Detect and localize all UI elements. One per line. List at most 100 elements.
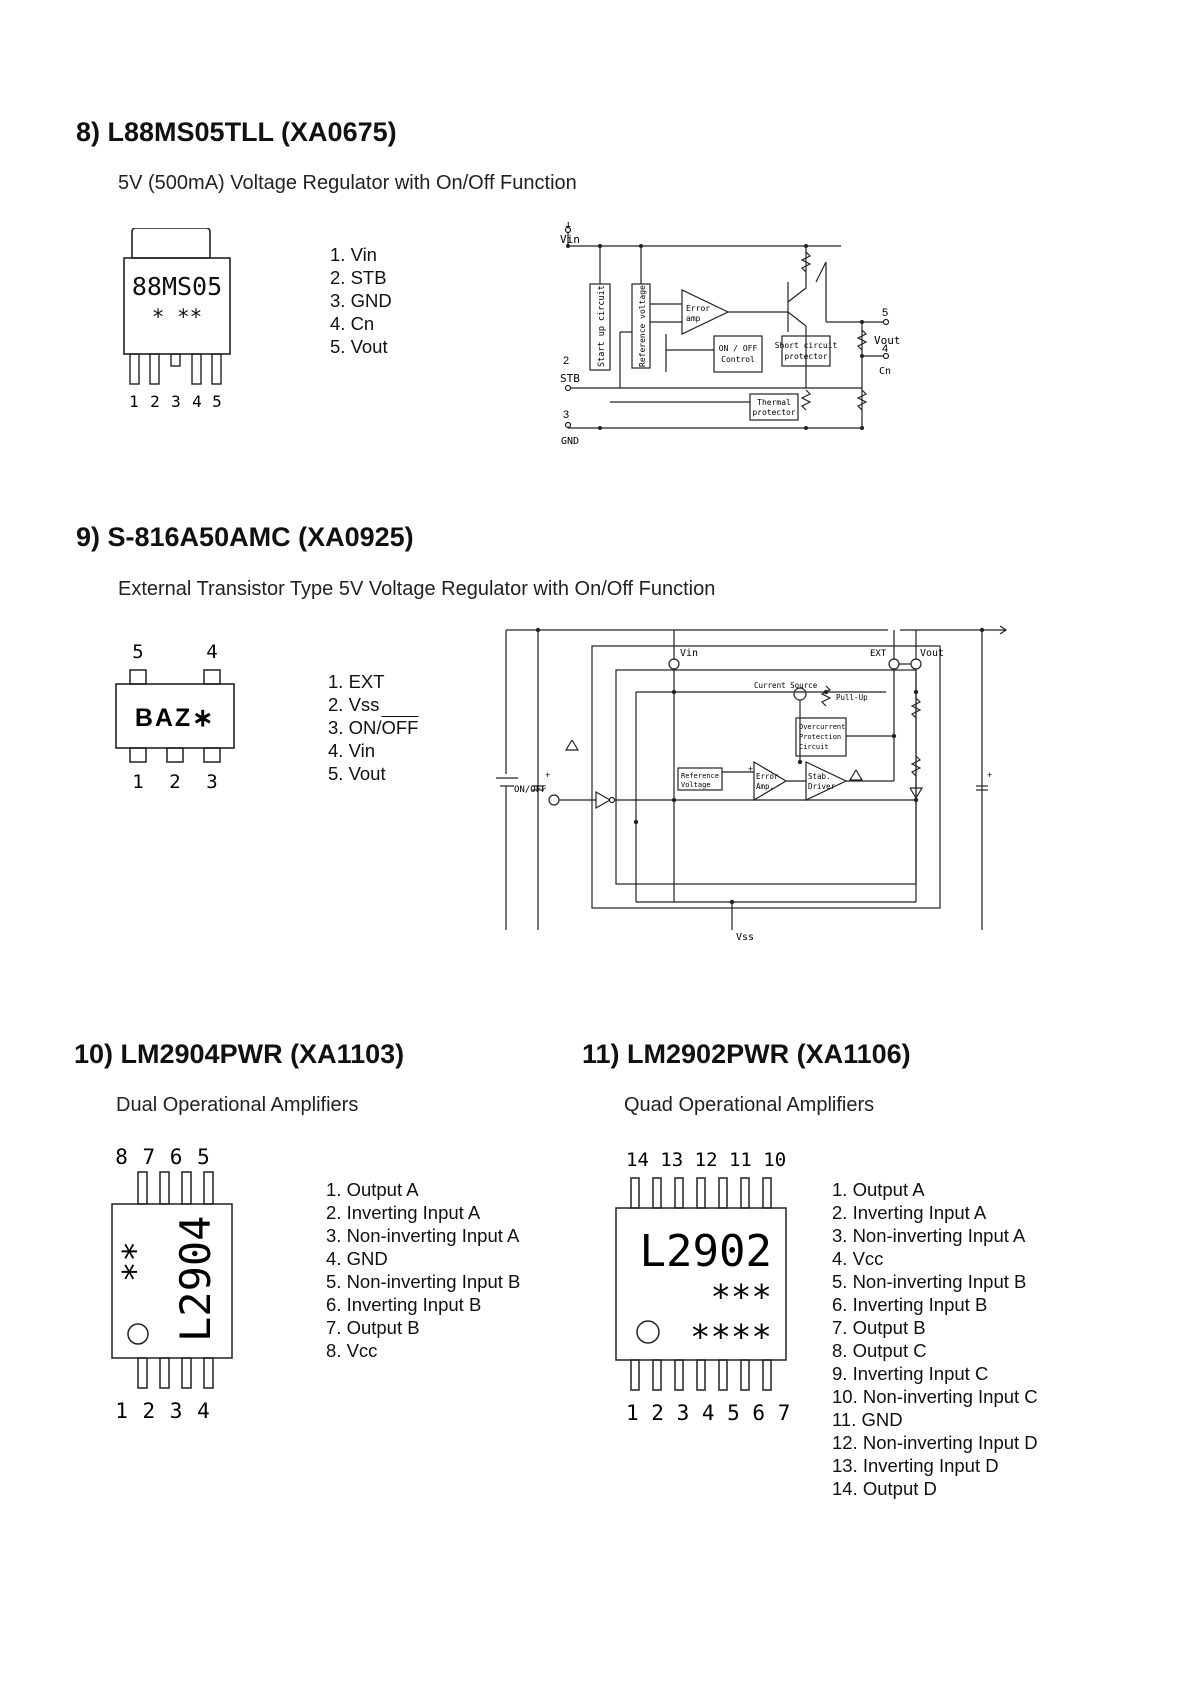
pin-item: 2. Inverting Input A (326, 1202, 481, 1223)
section-10-heading: 10) LM2904PWR (XA1103) (74, 1039, 405, 1069)
pin-number: 5 (132, 641, 143, 663)
section-8-heading: 8) L88MS05TLL (XA0675) (76, 117, 397, 147)
diagram-label: Vin (680, 648, 698, 659)
section-9-heading: 9) S-816A50AMC (XA0925) (76, 522, 414, 552)
diagram-label: Start up circuit (597, 285, 607, 367)
diagram-label: Current Source (754, 681, 818, 690)
diagram-label: 2 (563, 355, 569, 367)
pin-item: 4. GND (326, 1248, 388, 1269)
package-marking-main: L2904 (171, 1216, 220, 1342)
diagram-label: protector (784, 352, 828, 361)
section-11-subtitle: Quad Operational Amplifiers (624, 1094, 875, 1116)
pin-item: 7. Output B (326, 1317, 420, 1338)
diagram-label: amp (686, 314, 701, 323)
diagram-label: ON / OFF (719, 344, 758, 353)
diagram-label: Thermal (757, 398, 791, 407)
diagram-label: Circuit (799, 743, 829, 751)
diagram-label: Pull-Up (836, 693, 868, 702)
s816-block-diagram: Vin EXT Vout Vss ON/OFF Current Source P… (496, 625, 1008, 943)
pin-item: 14. Output D (832, 1478, 937, 1499)
pin-number: 3 (171, 392, 181, 411)
diagram-label: 1 (565, 222, 571, 230)
l88ms05-package-drawing: 88MS05 * ** 1 2 3 4 5 (123, 228, 231, 411)
diagram-label: protector (752, 408, 796, 417)
pin-item: 4. Cn (330, 313, 375, 334)
diagram-label: Vout (920, 648, 944, 659)
lm2904-package-drawing: 8 7 6 5 L2904 ∗∗ 1 2 3 4 (110, 1145, 233, 1423)
pin-item: 2. Inverting Input A (832, 1202, 987, 1223)
package-marking-line3: ∗∗∗∗ (690, 1311, 772, 1351)
diagram-label: Reference voltage (638, 285, 647, 367)
pin-number: 1 (129, 392, 139, 411)
l88ms05-block-diagram: 1 Vin 2 STB 3 GND 5 Vout 4 Cn Start up c… (560, 222, 901, 447)
pin-numbers-top: 14 13 12 11 10 9 8 (626, 1149, 792, 1171)
pin-item: 5. Non-inverting Input B (832, 1271, 1027, 1292)
diagram-label: Error (756, 772, 779, 781)
package-marking-stars: ∗∗ (110, 1241, 149, 1282)
diagram-label: Stab. (808, 772, 831, 781)
pin-number: 2 (150, 392, 160, 411)
section-8-subtitle: 5V (500mA) Voltage Regulator with On/Off… (118, 172, 577, 194)
pin-numbers-top: 8 7 6 5 (115, 1145, 211, 1169)
pin-item: 5. Vout (328, 763, 386, 784)
diagram-label: Vss (736, 932, 754, 943)
pin-item: 1. Vin (330, 244, 377, 265)
diagram-label: Error (686, 304, 710, 313)
section-10-subtitle: Dual Operational Amplifiers (116, 1094, 359, 1116)
diagram-label: Control (721, 355, 755, 364)
pin-item: 5. Vout (330, 336, 388, 357)
diagram-label: 4 (882, 343, 888, 355)
diagram-label: GND (561, 436, 579, 447)
pin-item: 3. GND (330, 290, 392, 311)
lm2902-pin-list: 1. Output A 2. Inverting Input A 3. Non-… (832, 1178, 1038, 1500)
diagram-label: + (748, 764, 753, 774)
s816-pin-list: 1. EXT 2. Vss 3. ON/OFF 4. Vin 5. Vout (328, 670, 418, 785)
pin-number: 3 (206, 771, 217, 793)
diagram-label: Protection (799, 733, 841, 741)
diagram-label: Cn (879, 366, 891, 377)
diagram-label: Voltage (681, 781, 711, 789)
pin-item: 3. Non-inverting Input A (832, 1225, 1026, 1246)
pin-numbers-bottom: 1 2 3 4 (115, 1399, 211, 1423)
diagram-label: Overcurrent (799, 723, 845, 731)
section-9-subtitle: External Transistor Type 5V Voltage Regu… (118, 578, 716, 600)
package-marking: BAZ∗ (135, 704, 215, 732)
diagram-label: 5 (882, 307, 888, 319)
package-marking-line1: 88MS05 (132, 272, 222, 301)
s816-package-drawing: 5 4 BAZ∗ 1 2 3 (115, 641, 235, 793)
pin-item: 12. Non-inverting Input D (832, 1432, 1038, 1453)
pin-item: 3. Non-inverting Input A (326, 1225, 520, 1246)
pin-item: 1. Output A (326, 1179, 419, 1200)
diagram-label: EXT (870, 649, 887, 659)
pin-item: 4. Vcc (832, 1248, 884, 1269)
lm2902-package-drawing: 14 13 12 11 10 9 8 L2902 ∗∗∗ ∗∗∗∗ 1 2 3 … (615, 1149, 792, 1425)
pin-number: 4 (192, 392, 202, 411)
pin-item: 2. STB (330, 267, 387, 288)
l88ms05-pin-list: 1. Vin 2. STB 3. GND 4. Cn 5. Vout (330, 243, 392, 358)
pin-item: 6. Inverting Input B (832, 1294, 988, 1315)
package-marking-line2: ∗∗∗ (711, 1271, 772, 1311)
pin-numbers-bottom: 1 2 3 4 5 6 7 (626, 1401, 790, 1425)
package-marking-line2: * ** (152, 305, 203, 329)
pin-item: 8. Vcc (326, 1340, 378, 1361)
pin-item: 6. Inverting Input B (326, 1294, 482, 1315)
pin-item: 10. Non-inverting Input C (832, 1386, 1038, 1407)
diagram-label: Reference (681, 772, 719, 780)
pin-item: 8. Output C (832, 1340, 927, 1361)
pin-item: 13. Inverting Input D (832, 1455, 999, 1476)
pin-item: 1. Output A (832, 1179, 925, 1200)
pin-item: 11. GND (832, 1409, 903, 1430)
pin-number: 5 (212, 392, 222, 411)
diagram-label: ON/OFF (514, 785, 547, 795)
pin-item: 2. Vss (328, 694, 380, 715)
pin-item: 5. Non-inverting Input B (326, 1271, 521, 1292)
diagram-label: 3 (563, 409, 569, 421)
pin-number: 1 (132, 771, 143, 793)
diagram-label: Amp. (756, 782, 774, 791)
diagram-label: Driver (808, 782, 836, 791)
diagram-label: Vout (874, 334, 901, 347)
diagram-label: Short circuit (775, 341, 838, 350)
diagram-label: + (987, 770, 992, 780)
pin-number: 2 (169, 771, 180, 793)
pin-item: 7. Output B (832, 1317, 926, 1338)
